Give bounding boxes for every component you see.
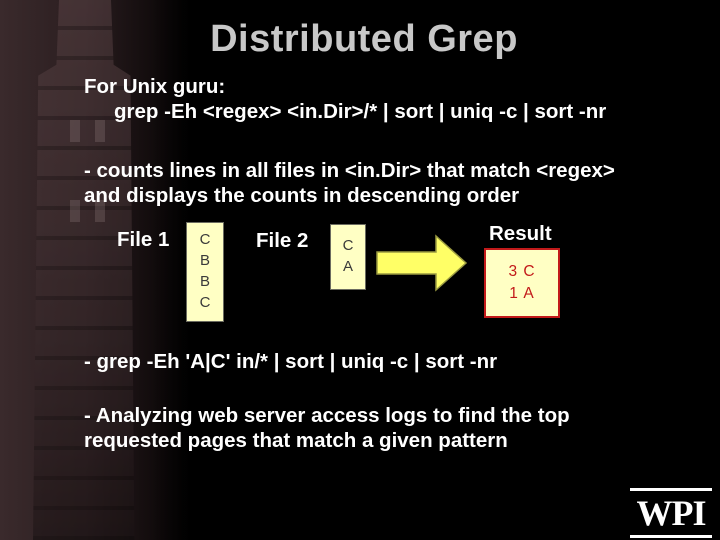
wpi-logo: WPI bbox=[630, 488, 712, 538]
slide-title: Distributed Grep bbox=[210, 18, 518, 60]
tower-window bbox=[95, 120, 105, 142]
analysis-line-2: requested pages that match a given patte… bbox=[84, 429, 508, 452]
file1-box: C B B C bbox=[186, 222, 224, 322]
file2-label: File 2 bbox=[256, 229, 309, 252]
file2-box: C A bbox=[330, 224, 366, 290]
wpi-logo-text: WPI bbox=[636, 493, 707, 533]
example-command-line: - grep -Eh 'A|C' in/* | sort | uniq -c |… bbox=[84, 350, 498, 373]
grep-command-line: grep -Eh <regex> <in.Dir>/* | sort | uni… bbox=[114, 100, 607, 123]
file1-line: C bbox=[199, 231, 211, 248]
file1-line: B bbox=[199, 252, 210, 269]
result-line: 3 C bbox=[508, 263, 536, 280]
file2-line: A bbox=[342, 258, 353, 275]
right-arrow-icon bbox=[376, 234, 468, 292]
result-label: Result bbox=[489, 222, 552, 245]
file2-line: C bbox=[342, 237, 354, 254]
result-box: 3 C 1 A bbox=[484, 248, 560, 318]
file1-label: File 1 bbox=[117, 228, 170, 251]
tower-window bbox=[70, 200, 80, 222]
tower-window bbox=[70, 120, 80, 142]
analysis-line-1: - Analyzing web server access logs to fi… bbox=[84, 404, 570, 427]
file1-line: B bbox=[199, 273, 210, 290]
tower-silhouette bbox=[33, 0, 135, 540]
tower-window bbox=[95, 200, 105, 222]
file1-line: C bbox=[199, 294, 211, 311]
description-line-1: - counts lines in all files in <in.Dir> … bbox=[84, 159, 615, 182]
result-line: 1 A bbox=[509, 285, 535, 302]
description-line-2: and displays the counts in descending or… bbox=[84, 184, 520, 207]
intro-line: For Unix guru: bbox=[84, 75, 226, 98]
